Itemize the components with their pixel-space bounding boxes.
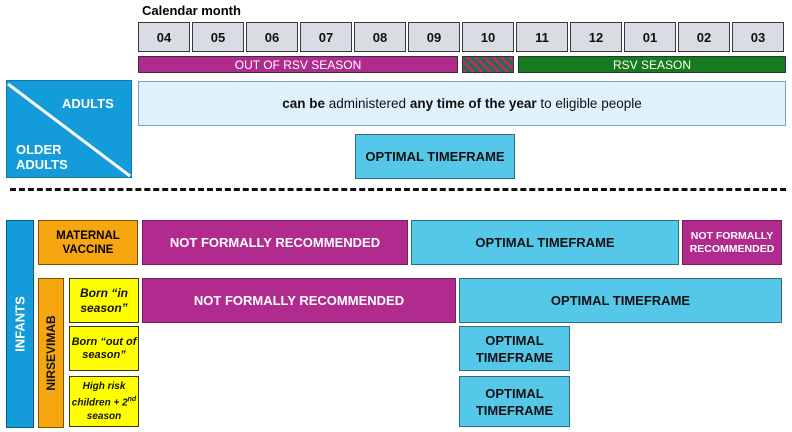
transition-month-bar [462,56,514,73]
maternal-not-recommended-left: NOT FORMALLY RECOMMENDED [142,220,408,265]
adults-label: ADULTS [62,96,114,111]
anytime-text-1: administered [328,96,407,111]
month-cell: 09 [408,22,460,52]
infants-side-label: INFANTS [6,220,34,428]
calendar-month-title: Calendar month [142,3,241,18]
diagonal-split-graphic [5,79,133,179]
anytime-bar: can be administered any time of the year… [138,81,786,126]
born-in-season-label: Born “in season” [69,278,139,323]
month-cell: 06 [246,22,298,52]
nirsevimab-side-label: NIRSEVIMAB [38,278,64,428]
month-cell: 12 [570,22,622,52]
high-risk-optimal-timeframe: OPTIMAL TIMEFRAME [459,376,570,427]
month-cell: 05 [192,22,244,52]
anytime-text-bold-2: any time of the year [409,96,537,111]
month-cell: 04 [138,22,190,52]
in-season-not-recommended: NOT FORMALLY RECOMMENDED [142,278,456,323]
anytime-text-bold-1: can be [282,96,326,111]
rsv-season-bar: RSV SEASON [518,56,786,73]
maternal-vaccine-label: MATERNAL VACCINE [38,220,138,265]
month-cell: 10 [462,22,514,52]
in-season-optimal-timeframe: OPTIMAL TIMEFRAME [459,278,782,323]
section-divider [10,188,786,191]
anytime-text-2: to eligible people [540,96,642,111]
older-adults-label: OLDER ADULTS [16,142,68,172]
out-of-rsv-season-bar: OUT OF RSV SEASON [138,56,458,73]
month-cell: 03 [732,22,784,52]
month-cell: 01 [624,22,676,52]
month-cell: 08 [354,22,406,52]
high-risk-text: High risk children + 2nd season [71,381,137,422]
infants-label: INFANTS [12,296,28,352]
month-cell: 02 [678,22,730,52]
month-cell: 07 [300,22,352,52]
nirsevimab-label: NIRSEVIMAB [44,315,58,391]
month-cell: 11 [516,22,568,52]
born-out-of-season-label: Born “out of season” [69,326,139,371]
adults-older-adults-box: ADULTS OLDER ADULTS [5,79,133,179]
maternal-not-recommended-right: NOT FORMALLY RECOMMENDED [682,220,782,265]
high-risk-children-label: High risk children + 2nd season [69,376,139,427]
out-of-season-optimal-timeframe: OPTIMAL TIMEFRAME [459,326,570,371]
adults-optimal-timeframe: OPTIMAL TIMEFRAME [355,134,515,179]
maternal-optimal-timeframe: OPTIMAL TIMEFRAME [411,220,679,265]
